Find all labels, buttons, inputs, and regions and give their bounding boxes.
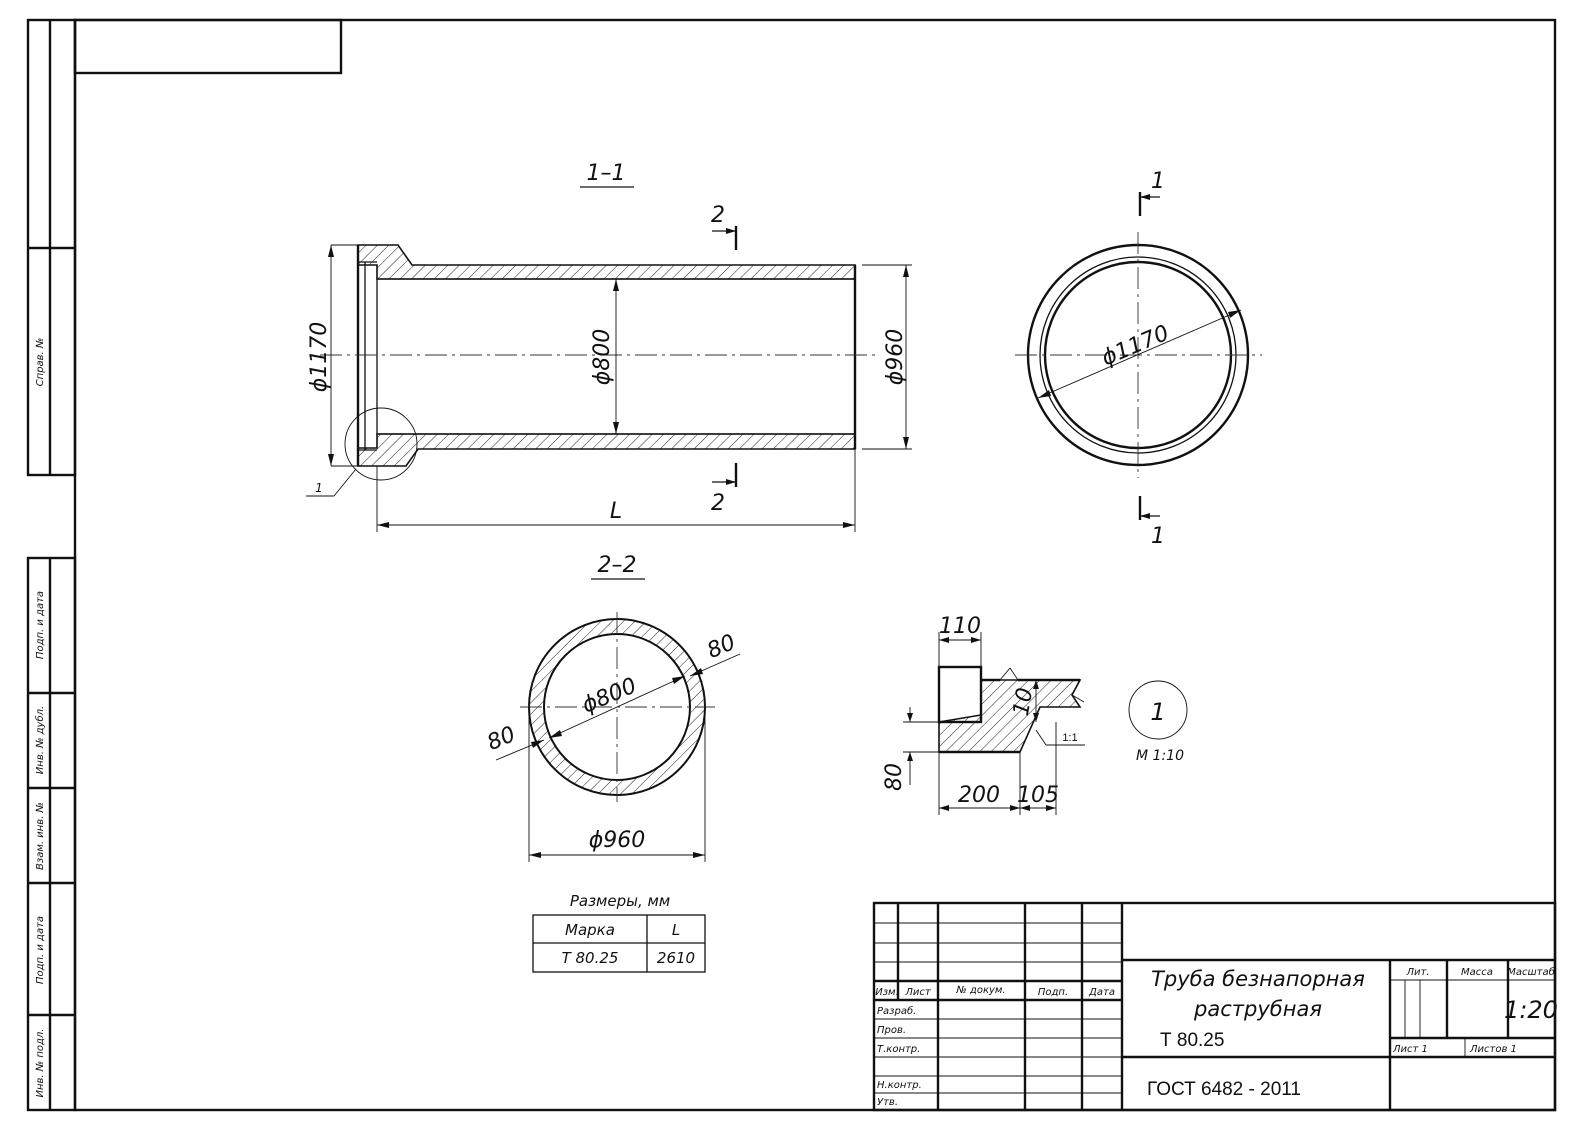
dim-outer-diameter: ϕ1170: [307, 322, 332, 393]
title-block: Изм. Лист № докум. Подп. Дата Разраб. Пр…: [872, 901, 1558, 1112]
side-label: Подп. и дата: [35, 591, 46, 659]
detail-1: 110 10 1:1 80 200 105 1 М 1:10: [882, 614, 1188, 815]
tb-row-label: Разраб.: [877, 1005, 916, 1017]
tb-row-label: Т.контр.: [877, 1044, 920, 1055]
dim-outer-diameter: ϕ960: [589, 828, 646, 853]
callout-label: 1: [315, 481, 323, 495]
dim-top: 110: [939, 614, 981, 639]
side-label: Инв. № дубл.: [34, 706, 46, 774]
dim-base: 200: [958, 783, 1000, 808]
tb-name-line: Труба безнапорная: [1151, 967, 1365, 991]
size-table-header: L: [672, 921, 680, 939]
dim-spigot-diameter: ϕ960: [883, 329, 908, 386]
tb-col-header: Лист: [904, 987, 932, 998]
dim-length: L: [610, 499, 622, 524]
size-table-header: Марка: [565, 921, 615, 939]
wall-top: [357, 244, 856, 280]
section-1-1: 1–1 ϕ1170 ϕ800 ϕ960: [306, 161, 912, 532]
size-table-caption: Размеры, мм: [570, 892, 670, 910]
dim-wall-thickness: 80: [484, 722, 520, 756]
dim-end: 105: [1017, 783, 1059, 808]
side-label: Взам. инв. №: [35, 802, 46, 870]
section-title: 2–2: [598, 553, 637, 578]
tb-scale-label: Масштаб: [1507, 966, 1555, 978]
size-table-cell: 2610: [657, 949, 695, 967]
detail-id: 1: [1150, 698, 1165, 726]
tb-designation: Т 80.25: [1160, 1030, 1224, 1051]
section-2-2: 2–2 ϕ800 80 80 ϕ960: [484, 553, 741, 862]
side-label: Справ. №: [35, 338, 46, 387]
side-labels: Справ. № Подп. и дата Инв. № дубл. Взам.…: [34, 338, 46, 1098]
side-label: Инв. № подл.: [35, 1029, 46, 1098]
dim-taper: 1:1: [1062, 732, 1077, 744]
cut-mark-label: 1: [1151, 169, 1165, 194]
tb-row-label: Пров.: [877, 1025, 906, 1036]
tb-col-header: № докум.: [955, 985, 1005, 996]
dim-slope: 10: [1009, 686, 1038, 718]
size-table-cell: Т 80.25: [562, 949, 619, 967]
tb-lit-label: Лит.: [1405, 967, 1429, 978]
tb-col-header: Изм.: [875, 987, 899, 998]
tb-col-header: Подп.: [1038, 987, 1068, 998]
cut-mark-label: 2: [711, 491, 725, 516]
detail-scale: М 1:10: [1136, 748, 1184, 764]
tb-row-label: Утв.: [877, 1097, 898, 1108]
cut-mark-label: 1: [1151, 524, 1165, 549]
tb-scale-value: 1:20: [1504, 996, 1558, 1024]
tb-mass-label: Масса: [1461, 967, 1493, 978]
side-label: Подп. и дата: [35, 916, 46, 984]
detail-hatch: [938, 679, 1082, 753]
tb-sheets-label: Листов 1: [1469, 1044, 1517, 1055]
dim-inner-diameter: ϕ800: [590, 329, 615, 386]
dim-inner-diameter: ϕ800: [579, 673, 641, 718]
tb-standard: ГОСТ 6482 - 2011: [1147, 1079, 1301, 1100]
end-view: ϕ1170 1 1: [1015, 169, 1262, 549]
section-title: 1–1: [587, 161, 626, 186]
size-table: Размеры, мм Марка L Т 80.25 2610: [532, 892, 706, 973]
wall-bottom: [357, 433, 856, 467]
tb-sheet-label: Лист 1: [1392, 1044, 1428, 1055]
cut-mark-label: 2: [711, 203, 725, 228]
dim-end-diameter: ϕ1170: [1098, 321, 1173, 372]
dim-height: 80: [882, 763, 907, 791]
dim-wall-thickness: 80: [704, 630, 740, 664]
sheet-frame: [26, 18, 1557, 1112]
tb-row-label: Н.контр.: [877, 1080, 922, 1091]
tb-name-line: раструбная: [1193, 997, 1322, 1021]
tb-col-header: Дата: [1088, 987, 1115, 998]
